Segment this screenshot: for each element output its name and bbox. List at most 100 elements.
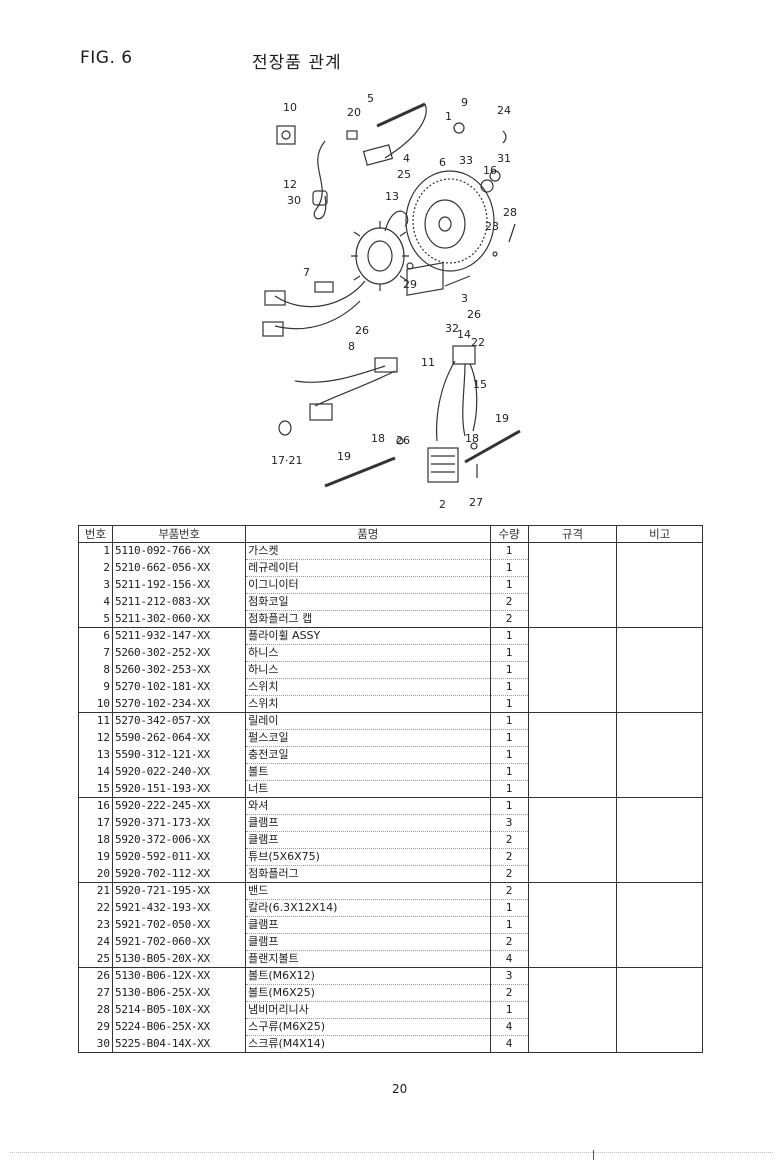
cell-no: 9 [77,678,114,696]
cell-qty: 2 [489,593,529,611]
cell-no: 5 [77,610,114,628]
cell-empty [527,882,618,900]
cell-empty [527,933,618,951]
cell-empty [616,746,703,764]
cell-empty [616,814,703,832]
cell-part: 5110-092-766-XX [112,542,247,560]
cell-qty: 4 [489,950,529,968]
diagram-drawing: 10 20 5 9 1 24 4 25 6 33 16 31 12 30 13 … [262,92,521,511]
cell-part: 5211-212-083-XX [112,593,247,611]
cell-empty [616,763,703,781]
cell-part: 5920-022-240-XX [112,763,247,781]
cell-empty [527,678,618,696]
cell-qty: 1 [489,661,529,679]
cell-empty [616,865,703,883]
cell-qty: 2 [489,933,529,951]
callout-label: 28 [503,206,517,219]
cell-qty: 1 [489,729,529,747]
cell-empty [527,814,618,832]
callout-label: 4 [403,152,410,165]
callout-label: 27 [469,496,483,509]
cell-name: 하니스 [245,644,491,662]
cell-part: 5211-302-060-XX [112,610,247,628]
cell-name: 충전코일 [245,746,491,764]
table-header-row: 번호 부품번호 품명 수량 규격 비고 [77,525,703,543]
cell-qty: 1 [489,797,529,815]
cell-name: 하니스 [245,661,491,679]
cell-part: 5921-432-193-XX [112,899,247,917]
column-header: 번호 [77,525,114,543]
cell-part: 5270-102-181-XX [112,678,247,696]
cell-empty [616,610,703,628]
cell-name: 밴드 [245,882,491,900]
cell-no: 6 [77,627,114,645]
cell-empty [616,950,703,968]
cell-empty [616,916,703,934]
callout-label: 8 [348,340,355,353]
cell-empty [616,644,703,662]
callout-label: 20 [347,106,361,119]
cell-empty [527,984,618,1002]
flywheel-outline [405,170,495,272]
callout-label: 32 [445,322,459,335]
cell-empty [616,712,703,730]
callout-label: 33 [459,154,473,167]
callout-label: 7 [303,266,310,279]
cell-qty: 2 [489,610,529,628]
cell-qty: 2 [489,882,529,900]
cell-empty [527,797,618,815]
cell-name: 스위치 [245,695,491,713]
callout-label: 19 [495,412,509,425]
cell-no: 12 [77,729,114,747]
cell-empty [527,916,618,934]
page-number: 20 [392,1082,408,1096]
cell-name: 볼트 [245,763,491,781]
bottom-divider [10,1152,773,1153]
cell-name: 냄비머리니사 [245,1001,491,1019]
cell-empty [527,950,618,968]
exploded-parts-diagram: 10 20 5 9 1 24 4 25 6 33 16 31 12 30 13 … [255,86,535,516]
cell-empty [616,780,703,798]
callout-label: 19 [337,450,351,463]
cell-qty: 1 [489,780,529,798]
cell-empty [527,729,618,747]
cell-qty: 2 [489,865,529,883]
cell-qty: 1 [489,1001,529,1019]
cell-part: 5920-151-193-XX [112,780,247,798]
cell-no: 26 [77,967,114,985]
cell-empty [616,967,703,985]
cell-qty: 1 [489,627,529,645]
callout-label: 3 [461,292,468,305]
cell-name: 볼트(M6X12) [245,967,491,985]
cell-part: 5920-592-011-XX [112,848,247,866]
cell-empty [616,593,703,611]
cell-name: 너트 [245,780,491,798]
cell-empty [527,593,618,611]
callout-label: 13 [385,190,399,203]
cell-empty [527,661,618,679]
cell-empty [616,899,703,917]
cell-part: 5225-B04-14X-XX [112,1035,247,1053]
cell-qty: 1 [489,644,529,662]
cell-empty [527,644,618,662]
cell-empty [616,933,703,951]
cell-empty [616,576,703,594]
cell-part: 5211-192-156-XX [112,576,247,594]
cell-no: 20 [77,865,114,883]
cell-name: 레규레이터 [245,559,491,577]
cell-name: 스구류(M6X25) [245,1018,491,1036]
cell-empty [527,610,618,628]
